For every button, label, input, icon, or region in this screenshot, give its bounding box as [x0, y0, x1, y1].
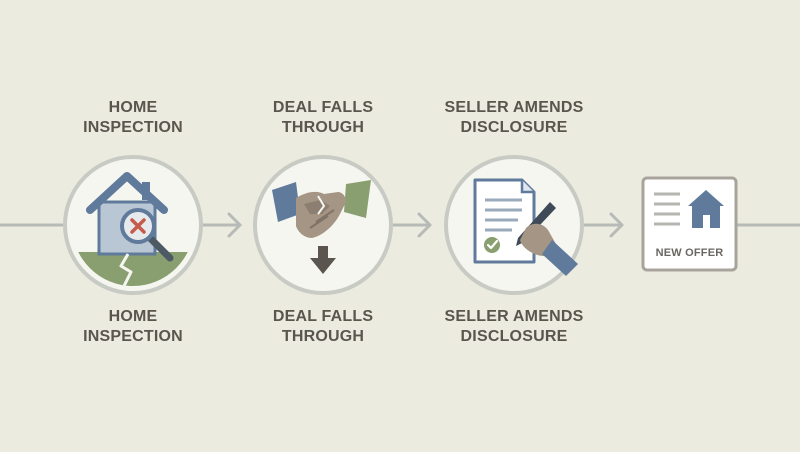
label-line: DEAL FALLS [272, 99, 374, 116]
step-seller-amends-disclosure [444, 155, 584, 295]
label-line: THROUGH [281, 328, 365, 345]
connectors [0, 212, 800, 238]
label-line: SELLER AMENDS [444, 99, 584, 116]
arrow-right-icon [417, 212, 432, 238]
step-label-top-seller-amends-disclosure: SELLER AMENDS DISCLOSURE [424, 98, 604, 138]
handshake-icon [272, 180, 371, 274]
step-label-top-home-inspection: HOME INSPECTION [43, 98, 223, 138]
label-line: INSPECTION [83, 119, 183, 136]
step-label-top-deal-falls-through: DEAL FALLS THROUGH [233, 98, 413, 138]
label-line: INSPECTION [83, 328, 183, 345]
step-home-inspection [63, 155, 203, 295]
label-line: HOME [108, 308, 158, 325]
signing-document-icon [473, 178, 578, 276]
step-label-bottom-deal-falls-through: DEAL FALLS THROUGH [233, 307, 413, 347]
new-offer-document-icon [654, 190, 724, 228]
label-line: THROUGH [281, 119, 365, 136]
new-offer-label: NEW OFFER [656, 247, 724, 259]
step-label-bottom-seller-amends-disclosure: SELLER AMENDS DISCLOSURE [424, 307, 604, 347]
label-line: HOME [108, 99, 158, 116]
arrow-right-icon [609, 212, 624, 238]
step-label-bottom-home-inspection: HOME INSPECTION [43, 307, 223, 347]
step-deal-falls-through [253, 155, 393, 295]
label-line: SELLER AMENDS [444, 308, 584, 325]
label-line: DISCLOSURE [460, 119, 568, 136]
label-line: DISCLOSURE [460, 328, 568, 345]
new-offer-card: NEW OFFER [641, 176, 738, 272]
arrow-right-icon [227, 212, 242, 238]
label-line: DEAL FALLS [272, 308, 374, 325]
